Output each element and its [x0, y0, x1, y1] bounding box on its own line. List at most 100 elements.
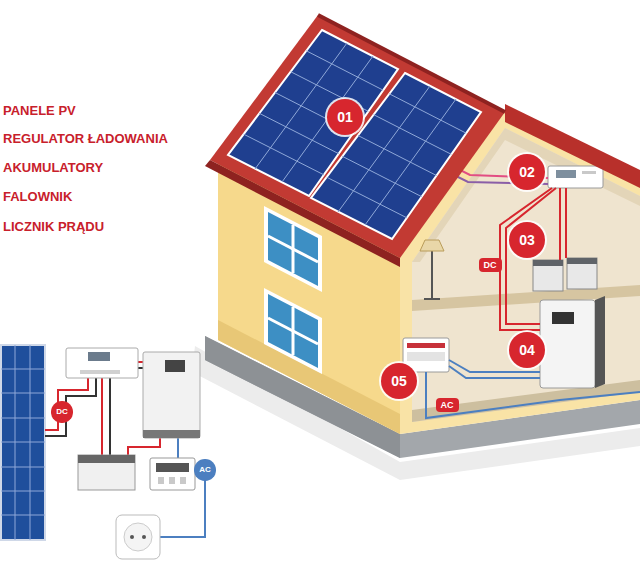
solar-panel — [1, 467, 45, 468]
window — [264, 288, 322, 374]
dc-wire — [138, 367, 143, 369]
node-text: 02 — [519, 165, 535, 179]
meter — [150, 458, 195, 490]
inverter — [143, 352, 200, 438]
socket — [130, 535, 134, 539]
roof — [505, 104, 640, 188]
inverter — [540, 296, 605, 388]
dc-wire — [506, 188, 556, 324]
node-text: 03 — [519, 233, 535, 247]
meter — [169, 477, 175, 484]
inverter — [595, 296, 605, 388]
component-name: LICZNIK PRĄDU — [3, 220, 104, 233]
node-text: AC — [441, 401, 454, 410]
window — [264, 288, 322, 374]
callout-number: 02 — [509, 154, 545, 190]
solar-panel — [1, 442, 45, 443]
solar-panel — [228, 30, 481, 239]
meter — [180, 477, 186, 484]
dc-wire — [500, 188, 552, 330]
dc-wire — [109, 378, 111, 455]
socket — [142, 535, 146, 539]
dc-wire — [565, 188, 567, 258]
solar-panel — [1, 491, 45, 492]
battery — [567, 258, 597, 289]
current-badge: AC — [194, 459, 216, 481]
lamp — [431, 250, 433, 298]
ac-wire — [177, 438, 179, 458]
battery — [78, 455, 135, 490]
solar-panel — [1, 418, 45, 419]
callout-number: 05 — [381, 363, 417, 399]
callout-number: 04 — [509, 332, 545, 368]
current-badge: DC — [51, 401, 73, 423]
charge-controller — [556, 170, 576, 178]
battery — [567, 258, 597, 264]
current-badge: DC — [479, 258, 502, 272]
solar-panel — [1, 393, 45, 394]
window — [268, 236, 318, 262]
meter — [150, 458, 195, 490]
node-text: AC — [199, 466, 211, 474]
component-name: REGULATOR ŁADOWANIA — [3, 132, 168, 145]
battery — [533, 260, 563, 266]
inverter — [540, 300, 595, 388]
solar-panel — [1, 515, 45, 516]
battery — [78, 455, 135, 463]
component-name: FALOWNIK — [3, 190, 72, 203]
callout-number: 01 — [327, 99, 363, 135]
charge-controller — [548, 166, 603, 188]
solar-panel — [244, 134, 324, 175]
charge-controller — [582, 171, 596, 174]
charge-controller — [66, 348, 138, 378]
roof — [205, 15, 640, 267]
socket — [116, 515, 160, 559]
window — [268, 318, 318, 344]
node-text: 01 — [337, 110, 353, 124]
battery — [533, 260, 563, 291]
dc-wire — [559, 188, 561, 260]
inverter — [552, 312, 574, 324]
roof — [210, 15, 505, 258]
lamp — [420, 240, 444, 251]
current-badge: AC — [436, 398, 459, 412]
window — [268, 294, 318, 368]
dc-wire — [101, 378, 103, 455]
dc-wire — [45, 378, 96, 436]
meter — [156, 463, 189, 472]
node-text: 04 — [519, 343, 535, 357]
battery — [533, 258, 597, 291]
meter — [158, 477, 164, 484]
component-name: PANELE PV — [3, 104, 76, 117]
inverter — [143, 352, 200, 438]
socket — [116, 515, 160, 559]
inverter — [143, 430, 200, 438]
solar-panel — [1, 345, 45, 540]
dc-wire — [128, 438, 160, 455]
node-text: DC — [56, 408, 68, 416]
charge-controller — [548, 166, 603, 188]
component-name: AKUMULATORY — [3, 161, 103, 174]
distribution-board — [407, 343, 445, 348]
ac-wire — [426, 372, 640, 418]
node-text: 05 — [391, 374, 407, 388]
node-text: DC — [484, 261, 497, 270]
charge-controller — [80, 370, 120, 374]
solar-panel — [311, 73, 481, 239]
lamp — [420, 240, 444, 299]
solar-panel — [1, 345, 45, 540]
lamp — [424, 298, 440, 300]
dc-wire — [138, 361, 143, 363]
ac-wire — [426, 360, 640, 418]
distribution-board — [407, 352, 445, 361]
battery — [78, 455, 135, 490]
charge-controller — [66, 348, 138, 378]
window — [268, 212, 318, 286]
socket — [124, 523, 152, 551]
floor — [412, 285, 640, 311]
solar-panel — [1, 369, 45, 370]
inverter — [165, 360, 185, 372]
charge-controller — [88, 352, 110, 361]
callout-number: 03 — [509, 222, 545, 258]
